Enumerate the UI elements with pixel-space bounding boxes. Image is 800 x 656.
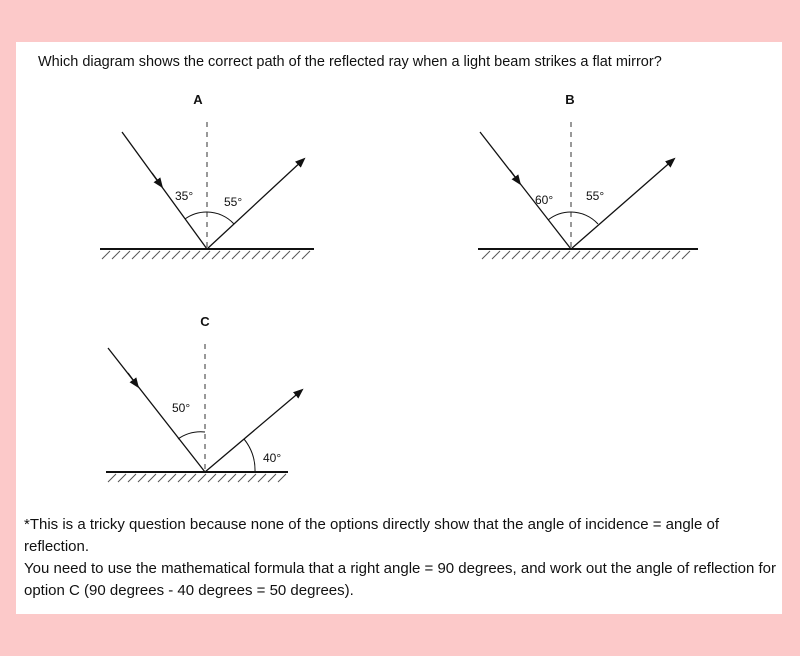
incident-ray <box>479 131 572 250</box>
incidence-angle-label: 35° <box>175 189 193 203</box>
mirror-hatching <box>107 473 287 483</box>
mirror-hatching <box>101 250 311 260</box>
reflected-ray <box>204 388 304 473</box>
note-line-2: You need to use the mathematical formula… <box>24 560 777 599</box>
mirror-angle-arc <box>243 438 256 473</box>
diagram-b: B 60° 55° <box>478 92 698 260</box>
explanation-note: *This is a tricky question because none … <box>24 514 776 602</box>
diagram-a: A 35° 55° <box>100 92 314 260</box>
reflected-ray <box>206 157 306 250</box>
incident-arrow <box>151 172 164 189</box>
incident-arrow <box>127 372 140 389</box>
mirror-angle-label: 40° <box>263 451 281 465</box>
note-line-1: *This is a tricky question because none … <box>24 516 720 555</box>
incidence-angle-label: 60° <box>535 193 553 207</box>
incident-ray <box>107 347 206 473</box>
incident-arrow <box>509 169 522 186</box>
incident-ray <box>121 131 208 250</box>
reflection-angle-label: 55° <box>224 195 242 209</box>
diagram-c: C 50° 40° <box>106 314 304 483</box>
question-text: Which diagram shows the correct path of … <box>38 54 662 70</box>
reflection-angle-arc <box>570 211 599 225</box>
incidence-angle-arc <box>184 211 208 220</box>
reflection-angle-arc <box>206 211 235 225</box>
incidence-angle-arc <box>177 431 206 440</box>
question-card: Which diagram shows the correct path of … <box>16 42 782 614</box>
diagram-a-label: A <box>193 92 203 107</box>
incidence-angle-label: 50° <box>172 401 190 415</box>
reflection-angle-label: 55° <box>586 189 604 203</box>
incidence-angle-arc <box>547 211 572 221</box>
diagram-c-label: C <box>200 314 210 329</box>
reflected-ray <box>570 157 676 250</box>
mirror-hatching <box>481 250 691 260</box>
diagram-b-label: B <box>565 92 574 107</box>
